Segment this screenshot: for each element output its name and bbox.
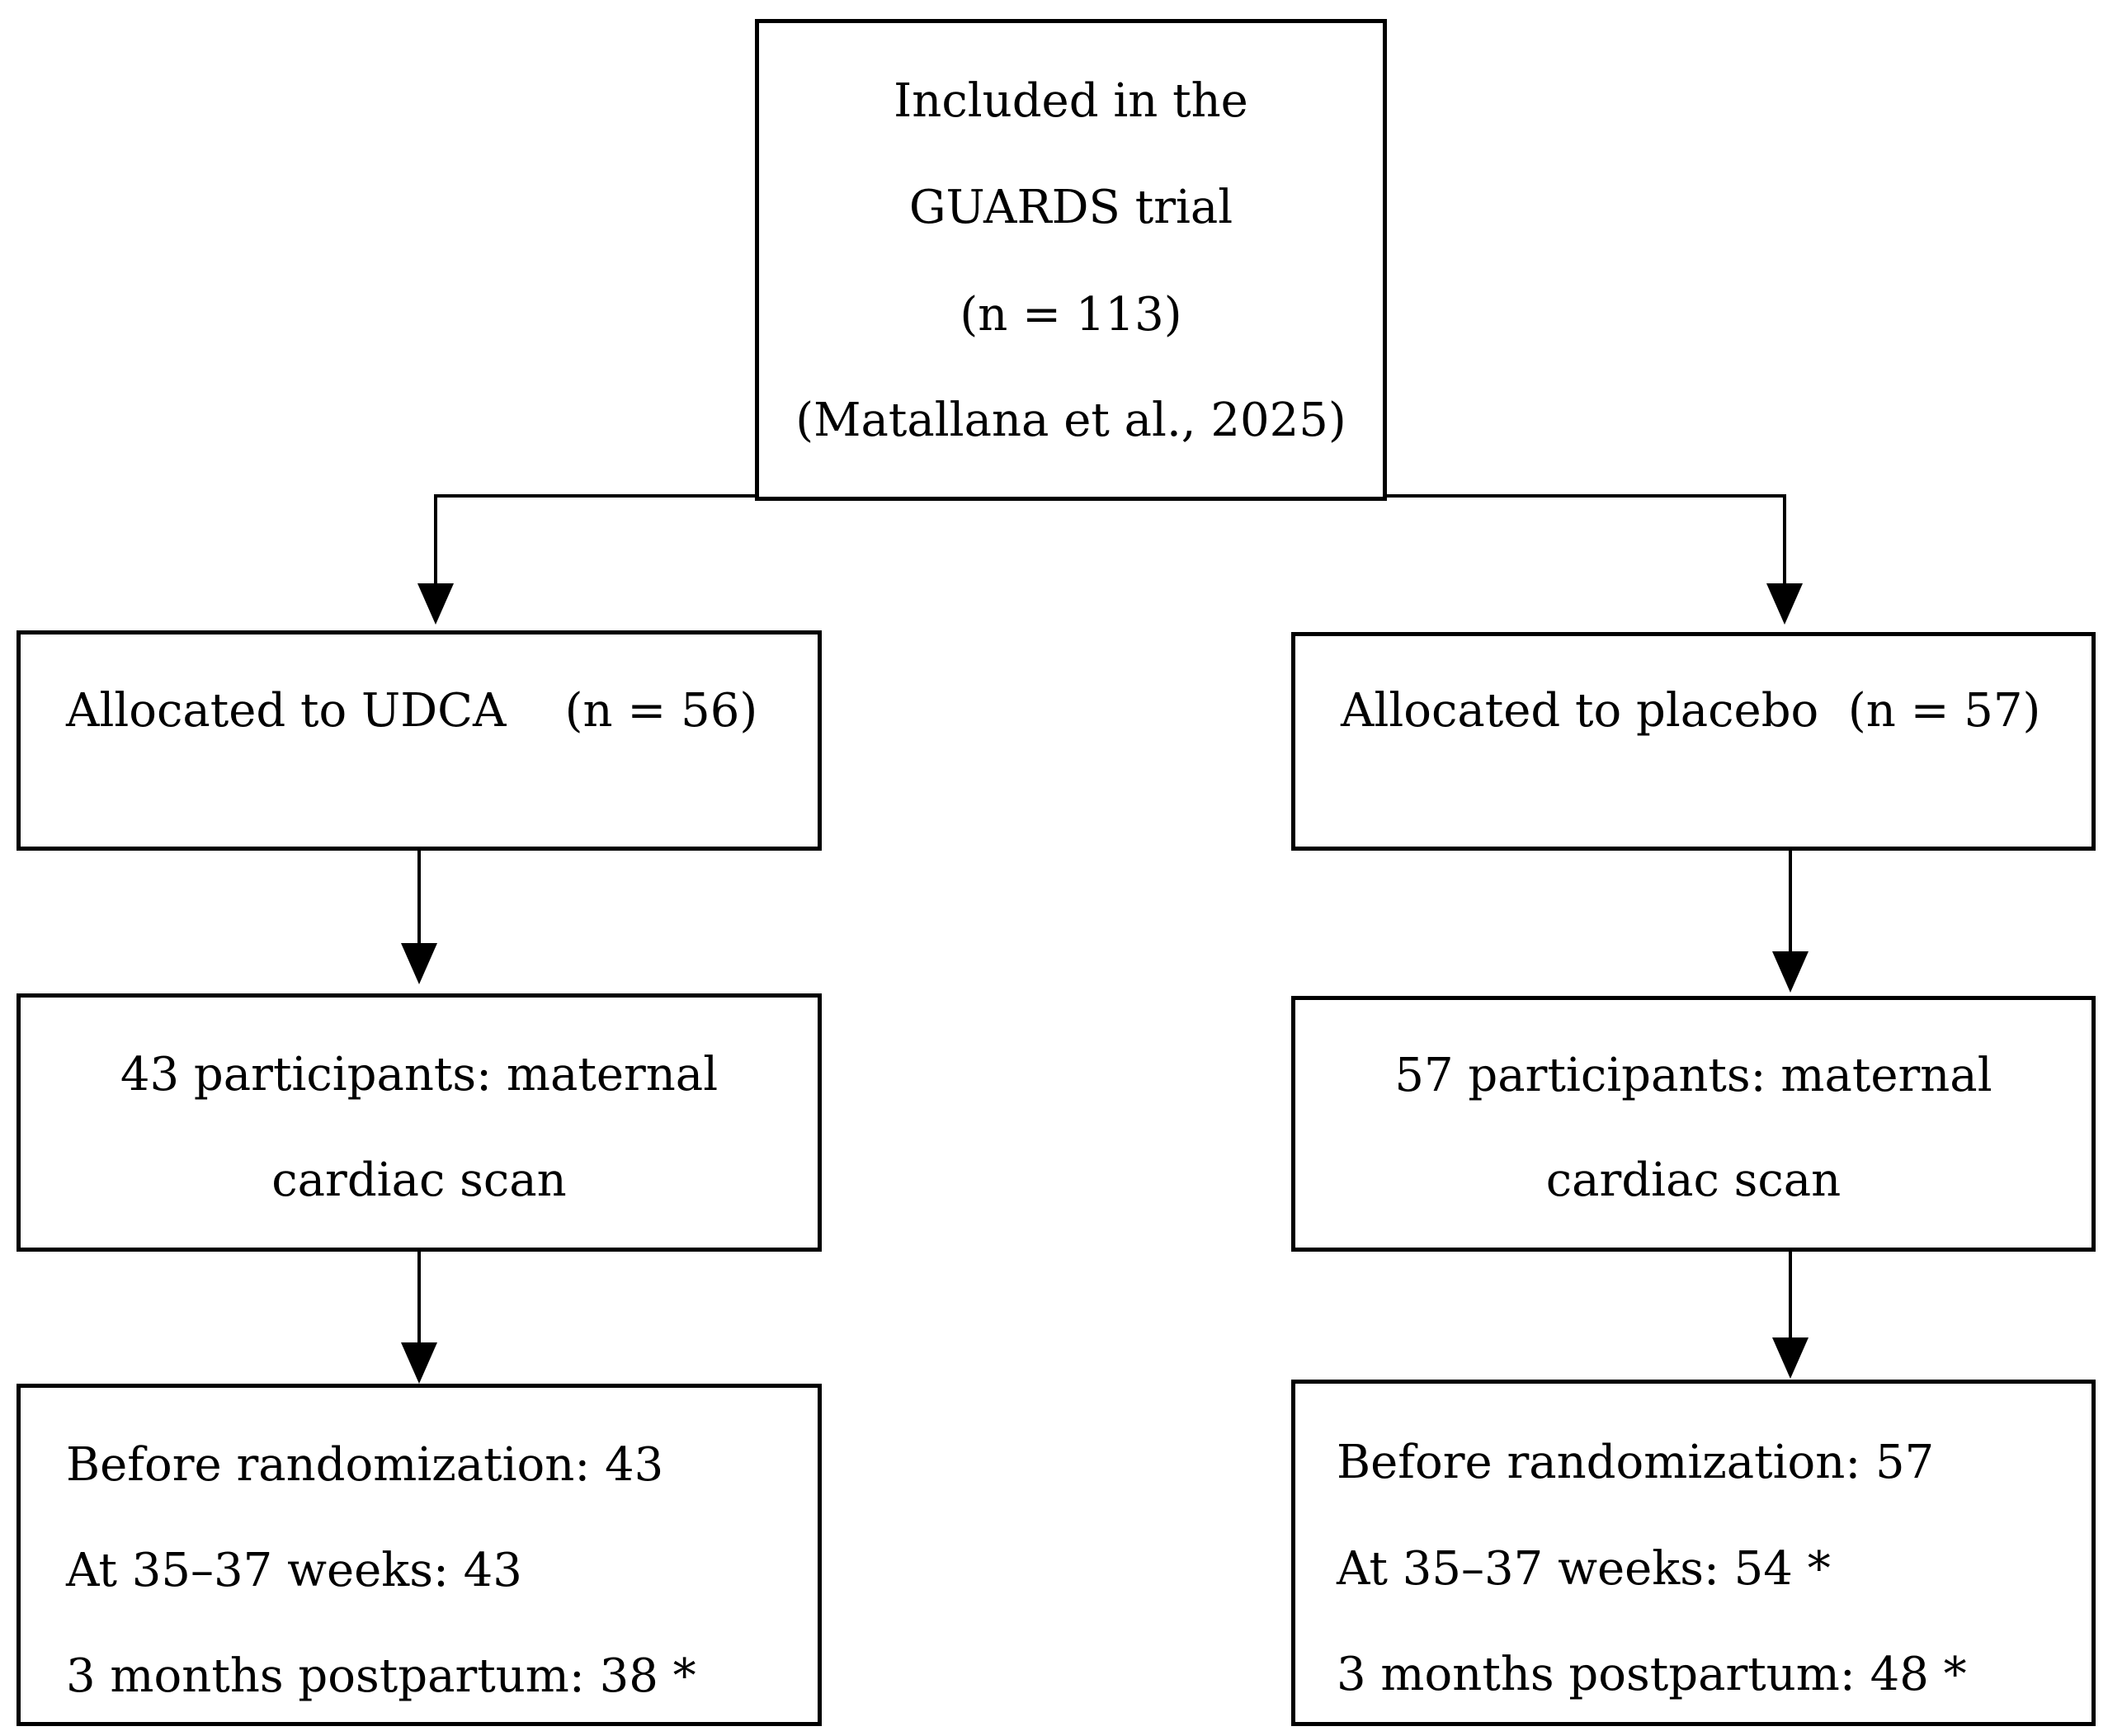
udca-3-months-postpartum: 3 months postpartum: 38 * [66,1649,696,1703]
placebo-allocation-box: Allocated to placebo (n = 57) [1291,632,2096,851]
placebo-scan-line-2: cardiac scan [1545,1153,1842,1207]
inclusion-count: (n = 113) [960,288,1182,342]
placebo-scan-line-1: 57 participants: maternal [1394,1049,1992,1102]
udca-cardiac-scan-box: 43 participants: maternal cardiac scan [17,993,822,1252]
inclusion-line-2: GUARDS trial [908,181,1233,234]
inclusion-citation: (Matallana et al., 2025) [795,394,1346,447]
arrowhead-to-left-timepoints [401,1342,437,1384]
trial-inclusion-box: Included in the GUARDS trial (n = 113) (… [755,19,1387,501]
arrowhead-to-right-timepoints [1772,1337,1809,1379]
udca-allocation-box: Allocated to UDCA (n = 56) [17,630,822,851]
placebo-allocation-label: Allocated to placebo (n = 57) [1341,684,2041,738]
inclusion-line-1: Included in the [894,74,1248,128]
placebo-3-months-postpartum: 3 months postpartum: 48 * [1337,1648,1967,1701]
udca-35-37-weeks: At 35–37 weeks: 43 [66,1544,522,1597]
arrowhead-to-right-scan [1772,951,1809,993]
arrowhead-to-right-allocation [1766,583,1803,625]
udca-allocation-label: Allocated to UDCA (n = 56) [66,684,758,738]
placebo-before-randomization: Before randomization: 57 [1337,1436,1935,1489]
arrowhead-to-left-scan [401,943,437,984]
placebo-timepoints-box: Before randomization: 57 At 35–37 weeks:… [1291,1380,2096,1726]
arrowhead-to-left-allocation [417,583,454,625]
udca-scan-line-2: cardiac scan [271,1153,567,1207]
udca-scan-line-1: 43 participants: maternal [120,1048,719,1102]
placebo-cardiac-scan-box: 57 participants: maternal cardiac scan [1291,996,2096,1252]
udca-timepoints-box: Before randomization: 43 At 35–37 weeks:… [17,1384,822,1726]
placebo-35-37-weeks: At 35–37 weeks: 54 * [1337,1542,1831,1596]
udca-before-randomization: Before randomization: 43 [66,1438,664,1492]
